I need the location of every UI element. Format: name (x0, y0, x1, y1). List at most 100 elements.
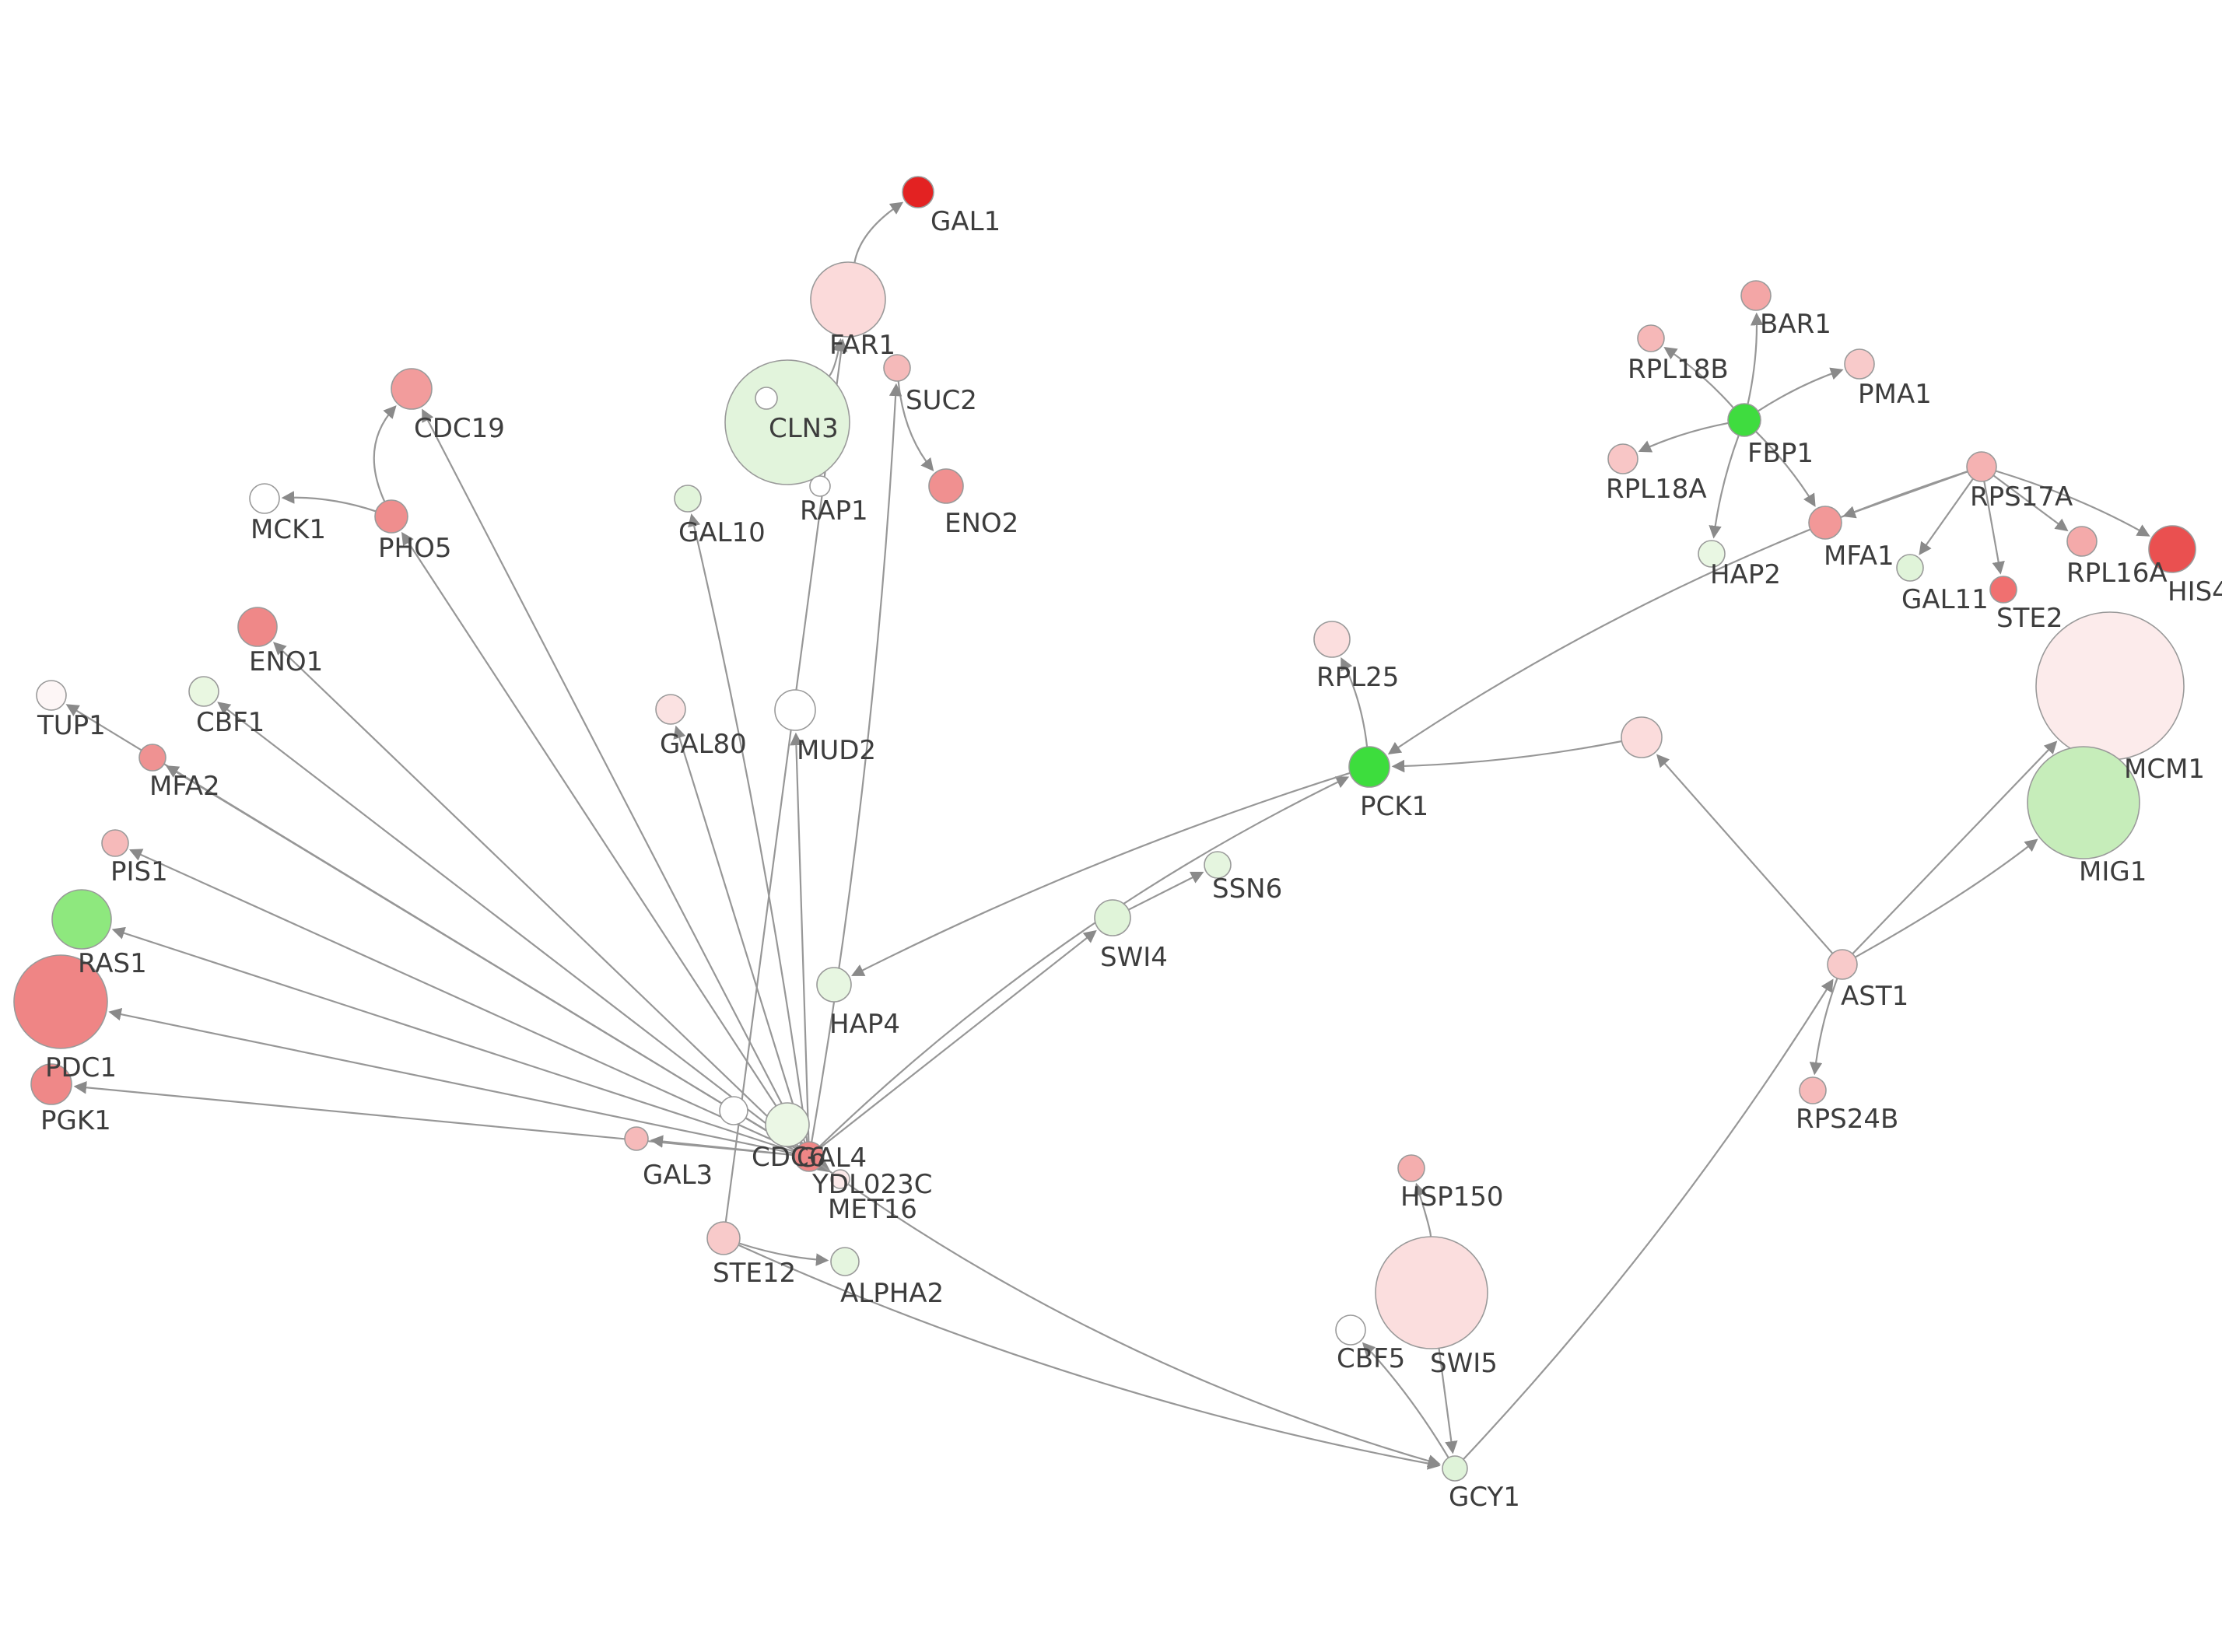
edge-FBP1-RPL18A[interactable] (1638, 422, 1729, 453)
node-PDC1[interactable] (13, 954, 108, 1049)
node-RPL25[interactable] (1313, 621, 1351, 658)
node-CDC6[interactable] (719, 1096, 748, 1125)
node-GAL4[interactable] (794, 1141, 825, 1172)
edge-GAL4-GAL10[interactable] (688, 513, 808, 1143)
node-GAL80[interactable] (655, 694, 686, 725)
node-RPS17A[interactable] (1966, 451, 1997, 482)
node-CDC19[interactable] (391, 368, 433, 410)
node-SWI5[interactable] (1375, 1236, 1488, 1349)
node-HAP4[interactable] (816, 967, 852, 1003)
node-SWI4[interactable] (1094, 899, 1131, 936)
edge-RPS17A-PCK1[interactable] (1387, 470, 1968, 754)
node-MCK1[interactable] (249, 483, 280, 514)
node-TUP1[interactable] (36, 680, 67, 711)
node-RAP1[interactable] (809, 475, 831, 497)
node-ALPHA2[interactable] (830, 1247, 860, 1276)
node-GAL10[interactable] (674, 485, 702, 513)
node-HSP150[interactable] (1397, 1154, 1425, 1182)
edge-FBP1-RPL18B[interactable] (1663, 347, 1734, 409)
node-CBF5[interactable] (1335, 1314, 1366, 1346)
edge-RPS17A-GAL11[interactable] (1919, 478, 1974, 555)
edge-GAL4-SWI4[interactable] (820, 929, 1097, 1149)
node-CLN3[interactable] (724, 359, 850, 485)
node-MFA2[interactable] (138, 744, 166, 772)
node-unlabeled2[interactable] (1621, 716, 1663, 758)
edge-GAL4-PGK1[interactable] (73, 1081, 795, 1157)
node-PIS1[interactable] (101, 829, 129, 857)
node-GAL1[interactable] (902, 176, 934, 208)
node-AST1[interactable] (1827, 949, 1858, 980)
edge-PHO5-MCK1[interactable] (281, 491, 377, 513)
node-YDL023C[interactable] (765, 1102, 810, 1147)
node-BAR1[interactable] (1740, 280, 1772, 311)
edge-SWI5-GCY1[interactable] (1438, 1348, 1458, 1454)
edge-GAL4-MFA2[interactable] (165, 765, 797, 1150)
node-GAL3[interactable] (624, 1126, 649, 1151)
edge-SWI4-SSN6[interactable] (1128, 871, 1204, 911)
node-RPL16A[interactable] (2066, 526, 2098, 557)
edge-AST1-UNLABELED2[interactable] (1656, 754, 1834, 954)
node-MCM1[interactable] (2035, 611, 2185, 761)
node-RAS1[interactable] (51, 889, 112, 950)
edge-GAL4-PCK1[interactable] (818, 776, 1350, 1147)
edge-FBP1-BAR1[interactable] (1747, 312, 1764, 404)
node-SUC2[interactable] (883, 354, 911, 382)
edge-GAL4-GAL80[interactable] (673, 725, 806, 1143)
node-unlabeled1[interactable] (755, 387, 778, 410)
node-FBP1[interactable] (1727, 403, 1761, 437)
node-PCK1[interactable] (1348, 746, 1390, 788)
node-PMA1[interactable] (1844, 348, 1875, 380)
node-GCY1[interactable] (1442, 1455, 1468, 1482)
edge-PCK1-HAP4[interactable] (851, 772, 1351, 976)
edge-GCY1-AST1[interactable] (1463, 978, 1834, 1461)
edge-STE12-GCY1[interactable] (738, 1244, 1441, 1470)
edge-GAL4-MUD2[interactable] (790, 732, 810, 1143)
node-GAL11[interactable] (1896, 554, 1924, 582)
node-MFA1[interactable] (1808, 506, 1842, 540)
node-RPS24B[interactable] (1799, 1076, 1827, 1104)
edge-RPS17A-HIS4[interactable] (1995, 470, 2150, 537)
edge-FBP1-HAP2[interactable] (1709, 435, 1740, 539)
edge-GAL4-PDC1[interactable] (108, 1007, 795, 1155)
edge-GAL4-SUC2[interactable] (811, 383, 902, 1143)
edge-FBP1-MFA1[interactable] (1755, 431, 1816, 507)
node-PGK1[interactable] (30, 1063, 72, 1105)
node-SSN6[interactable] (1204, 851, 1232, 879)
node-HIS4[interactable] (2148, 525, 2196, 573)
edge-SWI5-HSP150[interactable] (1414, 1182, 1432, 1237)
node-RPL18A[interactable] (1607, 443, 1638, 474)
edge-RPS17A-RPL16A[interactable] (1992, 474, 2069, 532)
edge-GAL4-CBF1[interactable] (217, 702, 798, 1149)
edge-STE12-ALPHA2[interactable] (738, 1242, 829, 1266)
edge-RPS17A-STE2[interactable] (1983, 481, 2005, 575)
edge-GAL4-PIS1[interactable] (128, 849, 797, 1152)
edge-GAL4-GAL3[interactable] (650, 1135, 795, 1157)
edge-GAL4-CDC19[interactable] (422, 408, 804, 1144)
node-HAP2[interactable] (1698, 540, 1726, 568)
edge-AST1-MCM1[interactable] (1852, 740, 2058, 955)
edge-RPS17A-MFA1[interactable] (1842, 471, 1968, 519)
edge-GAL4-ENO1[interactable] (273, 642, 800, 1147)
edge-AST1-RPS24B[interactable] (1809, 978, 1838, 1076)
edge-GAL4-GCY1[interactable] (820, 1164, 1441, 1468)
node-MUD2[interactable] (774, 689, 816, 731)
edge-UNLABELED2-PCK1[interactable] (1391, 740, 1622, 773)
node-ENO1[interactable] (237, 607, 278, 647)
edge-AST1-MIG1[interactable] (1855, 838, 2038, 958)
edge-PCK1-RPL25[interactable] (1341, 657, 1369, 747)
edge-FAR1-GAL1[interactable] (853, 201, 904, 263)
edge-PHO5-CDC19[interactable] (373, 405, 397, 502)
node-FAR1[interactable] (810, 261, 886, 338)
edge-GAL4-RAS1[interactable] (111, 926, 796, 1153)
node-MET16[interactable] (830, 1169, 850, 1189)
node-CBF1[interactable] (188, 676, 219, 707)
edge-GCY1-CBF5[interactable] (1362, 1342, 1449, 1458)
node-STE12[interactable] (706, 1221, 741, 1255)
edge-GAL4-PHO5[interactable] (401, 531, 802, 1145)
node-PHO5[interactable] (374, 499, 408, 534)
node-MIG1[interactable] (2027, 746, 2140, 859)
node-ENO2[interactable] (928, 468, 964, 504)
edge-FBP1-PMA1[interactable] (1758, 367, 1844, 412)
